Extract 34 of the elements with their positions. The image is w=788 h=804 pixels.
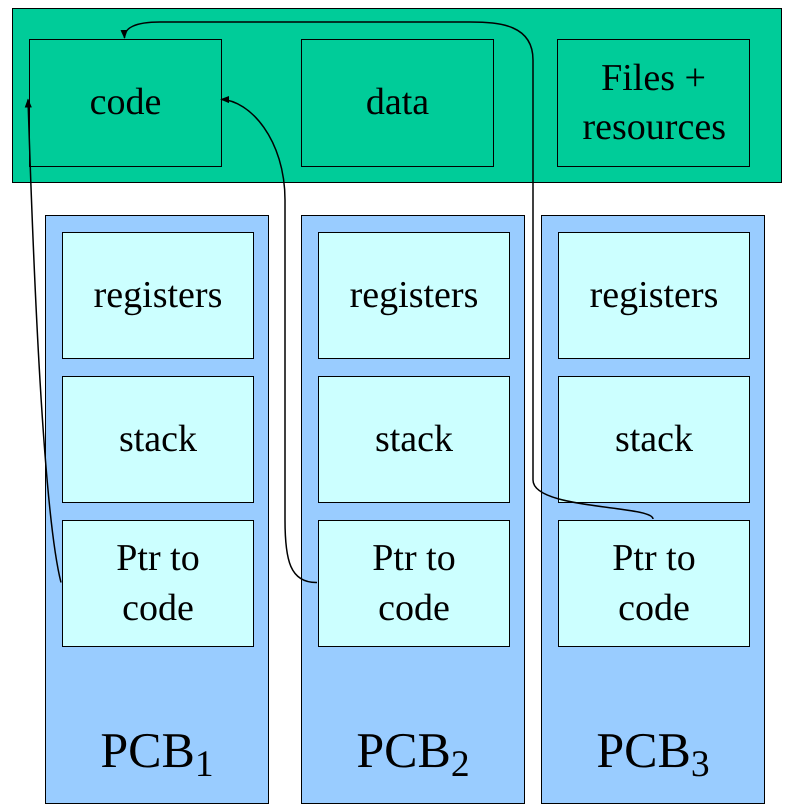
pcb-column	[45, 215, 269, 804]
pointer-arrow	[24, 98, 62, 583]
box-label: stack	[614, 416, 694, 462]
memory-box	[318, 376, 510, 503]
box-label: stack	[118, 416, 198, 462]
memory-box	[29, 39, 222, 167]
memory-box	[318, 520, 510, 647]
memory-box	[558, 376, 750, 503]
box-label: Ptr to code	[115, 536, 201, 630]
pcb-column	[541, 215, 765, 804]
pcb-column	[301, 215, 525, 804]
box-label: registers	[348, 272, 480, 318]
box-label: data	[364, 80, 430, 126]
box-label: stack	[374, 416, 454, 462]
box-label: Ptr to code	[611, 536, 697, 630]
memory-box	[318, 232, 510, 359]
box-label: Files + resources	[582, 56, 727, 150]
pointer-arrow	[220, 96, 318, 584]
memory-box	[558, 232, 750, 359]
pcb-label: PCB$_{3}$	[595, 725, 711, 775]
box-label: Ptr to code	[371, 536, 457, 630]
memory-band	[12, 8, 782, 183]
box-label: registers	[588, 272, 720, 318]
memory-box	[62, 232, 254, 359]
memory-box	[62, 376, 254, 503]
pcb-label: PCB$_{1}$	[99, 725, 215, 775]
memory-box	[558, 520, 750, 647]
memory-box	[301, 39, 494, 167]
pcb-label: PCB$_{2}$	[355, 725, 471, 775]
memory-box	[62, 520, 254, 647]
box-label: code	[88, 80, 162, 126]
pointer-arrow	[121, 21, 654, 520]
box-label: registers	[92, 272, 224, 318]
memory-box	[557, 39, 750, 167]
